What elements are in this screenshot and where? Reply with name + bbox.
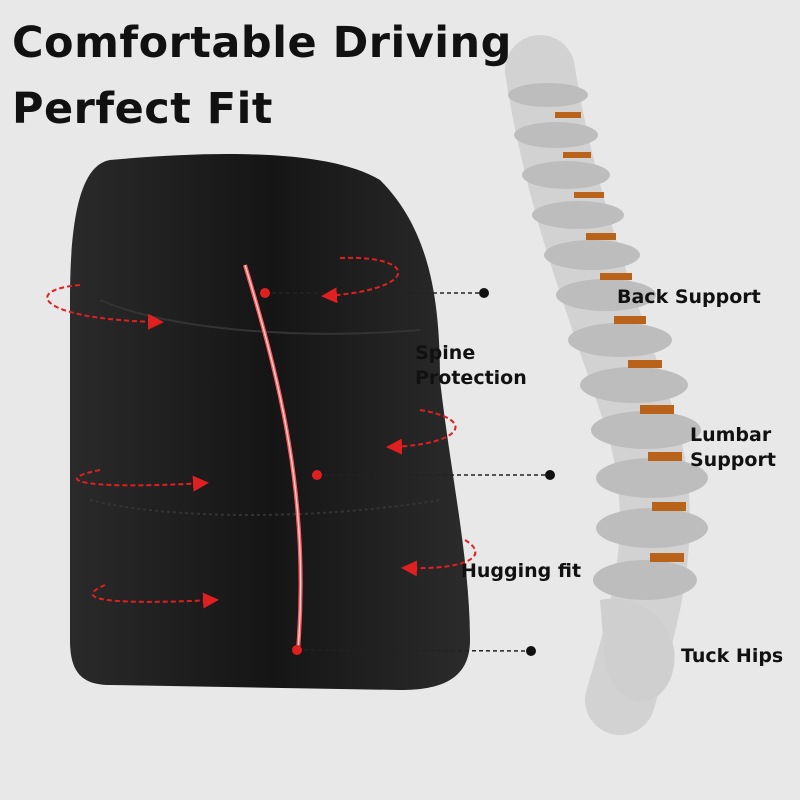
- lumbar-cushion: [70, 154, 470, 691]
- spine-illustration: [505, 35, 708, 735]
- callout-lumbar-support: Lumbar Support: [690, 423, 776, 473]
- callout-spine-protection: Spine Protection: [415, 341, 527, 391]
- callout-spine-line-2: Protection: [415, 367, 527, 389]
- callout-lumbar-line-1: Lumbar: [690, 424, 772, 446]
- callout-back-support: Back Support: [617, 286, 761, 308]
- headline-line-1: Comfortable Driving: [12, 18, 512, 68]
- callout-spine-line-1: Spine: [415, 342, 476, 364]
- callout-hugging-fit: Hugging fit: [461, 560, 582, 582]
- headline-line-2: Perfect Fit: [12, 84, 273, 134]
- callout-lumbar-line-2: Support: [690, 449, 776, 471]
- hugging-arrows: [46, 256, 477, 609]
- callout-tuck-hips: Tuck Hips: [681, 645, 784, 667]
